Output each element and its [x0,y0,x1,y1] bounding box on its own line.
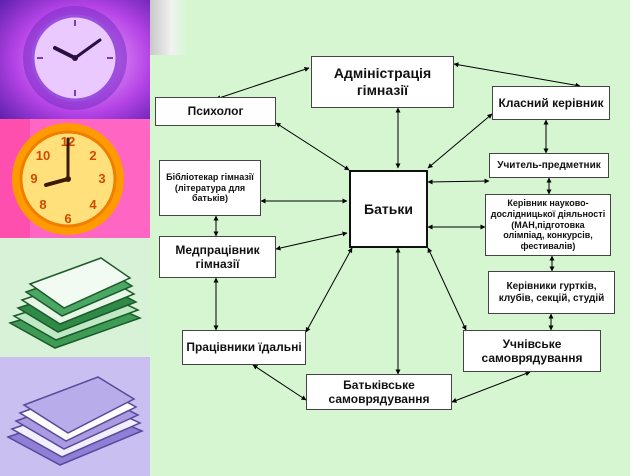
decorative-gradient-bar [150,0,186,55]
green-papers-image [0,238,150,357]
svg-text:4: 4 [89,197,97,212]
arrow-psychologist-administration [215,67,310,100]
svg-text:3: 3 [98,171,105,186]
arrow-center-class-teacher [427,113,493,169]
decorative-image-strip: 123 69 210 48 [0,0,150,476]
node-student-government: Учнівське самоврядування [463,330,601,372]
node-research-head: Керівник науково- дослідницької діяльнос… [485,194,611,256]
arrow-canteen-parent-gov [252,364,307,401]
svg-text:6: 6 [64,211,71,226]
svg-text:9: 9 [30,171,37,186]
center-node-parents: Батьки [349,170,428,248]
node-club-heads: Керівники гуртків, клубів, секцій, студі… [488,271,615,314]
arrow-parent-gov-student-gov [451,371,531,403]
arrow-center-subject [427,178,490,185]
arrow-center-student-gov [427,247,467,331]
node-administration: Адміністрація гімназії [311,56,454,108]
svg-text:8: 8 [39,197,46,212]
arrow-administration-class-teacher [453,62,581,88]
node-parent-government: Батьківське самоврядування [306,374,452,410]
node-librarian: Бібліотекар гімназії (література для бат… [159,160,261,216]
node-medical-worker: Медпрацівник гімназії [159,236,276,278]
node-psychologist: Психолог [155,97,276,126]
purple-clock-image [0,0,150,119]
svg-text:2: 2 [89,148,96,163]
arrow-center-medical [275,231,348,251]
node-subject-teacher: Учитель-предметник [489,153,609,178]
yellow-clock-image: 123 69 210 48 [0,119,150,238]
arrow-center-psychologist [275,122,350,171]
arrow-center-canteen [305,247,353,333]
node-canteen-workers: Працівники їдальні [182,330,306,365]
svg-text:10: 10 [36,148,50,163]
node-class-teacher: Класний керівник [492,86,610,120]
lavender-papers-image [0,357,150,476]
